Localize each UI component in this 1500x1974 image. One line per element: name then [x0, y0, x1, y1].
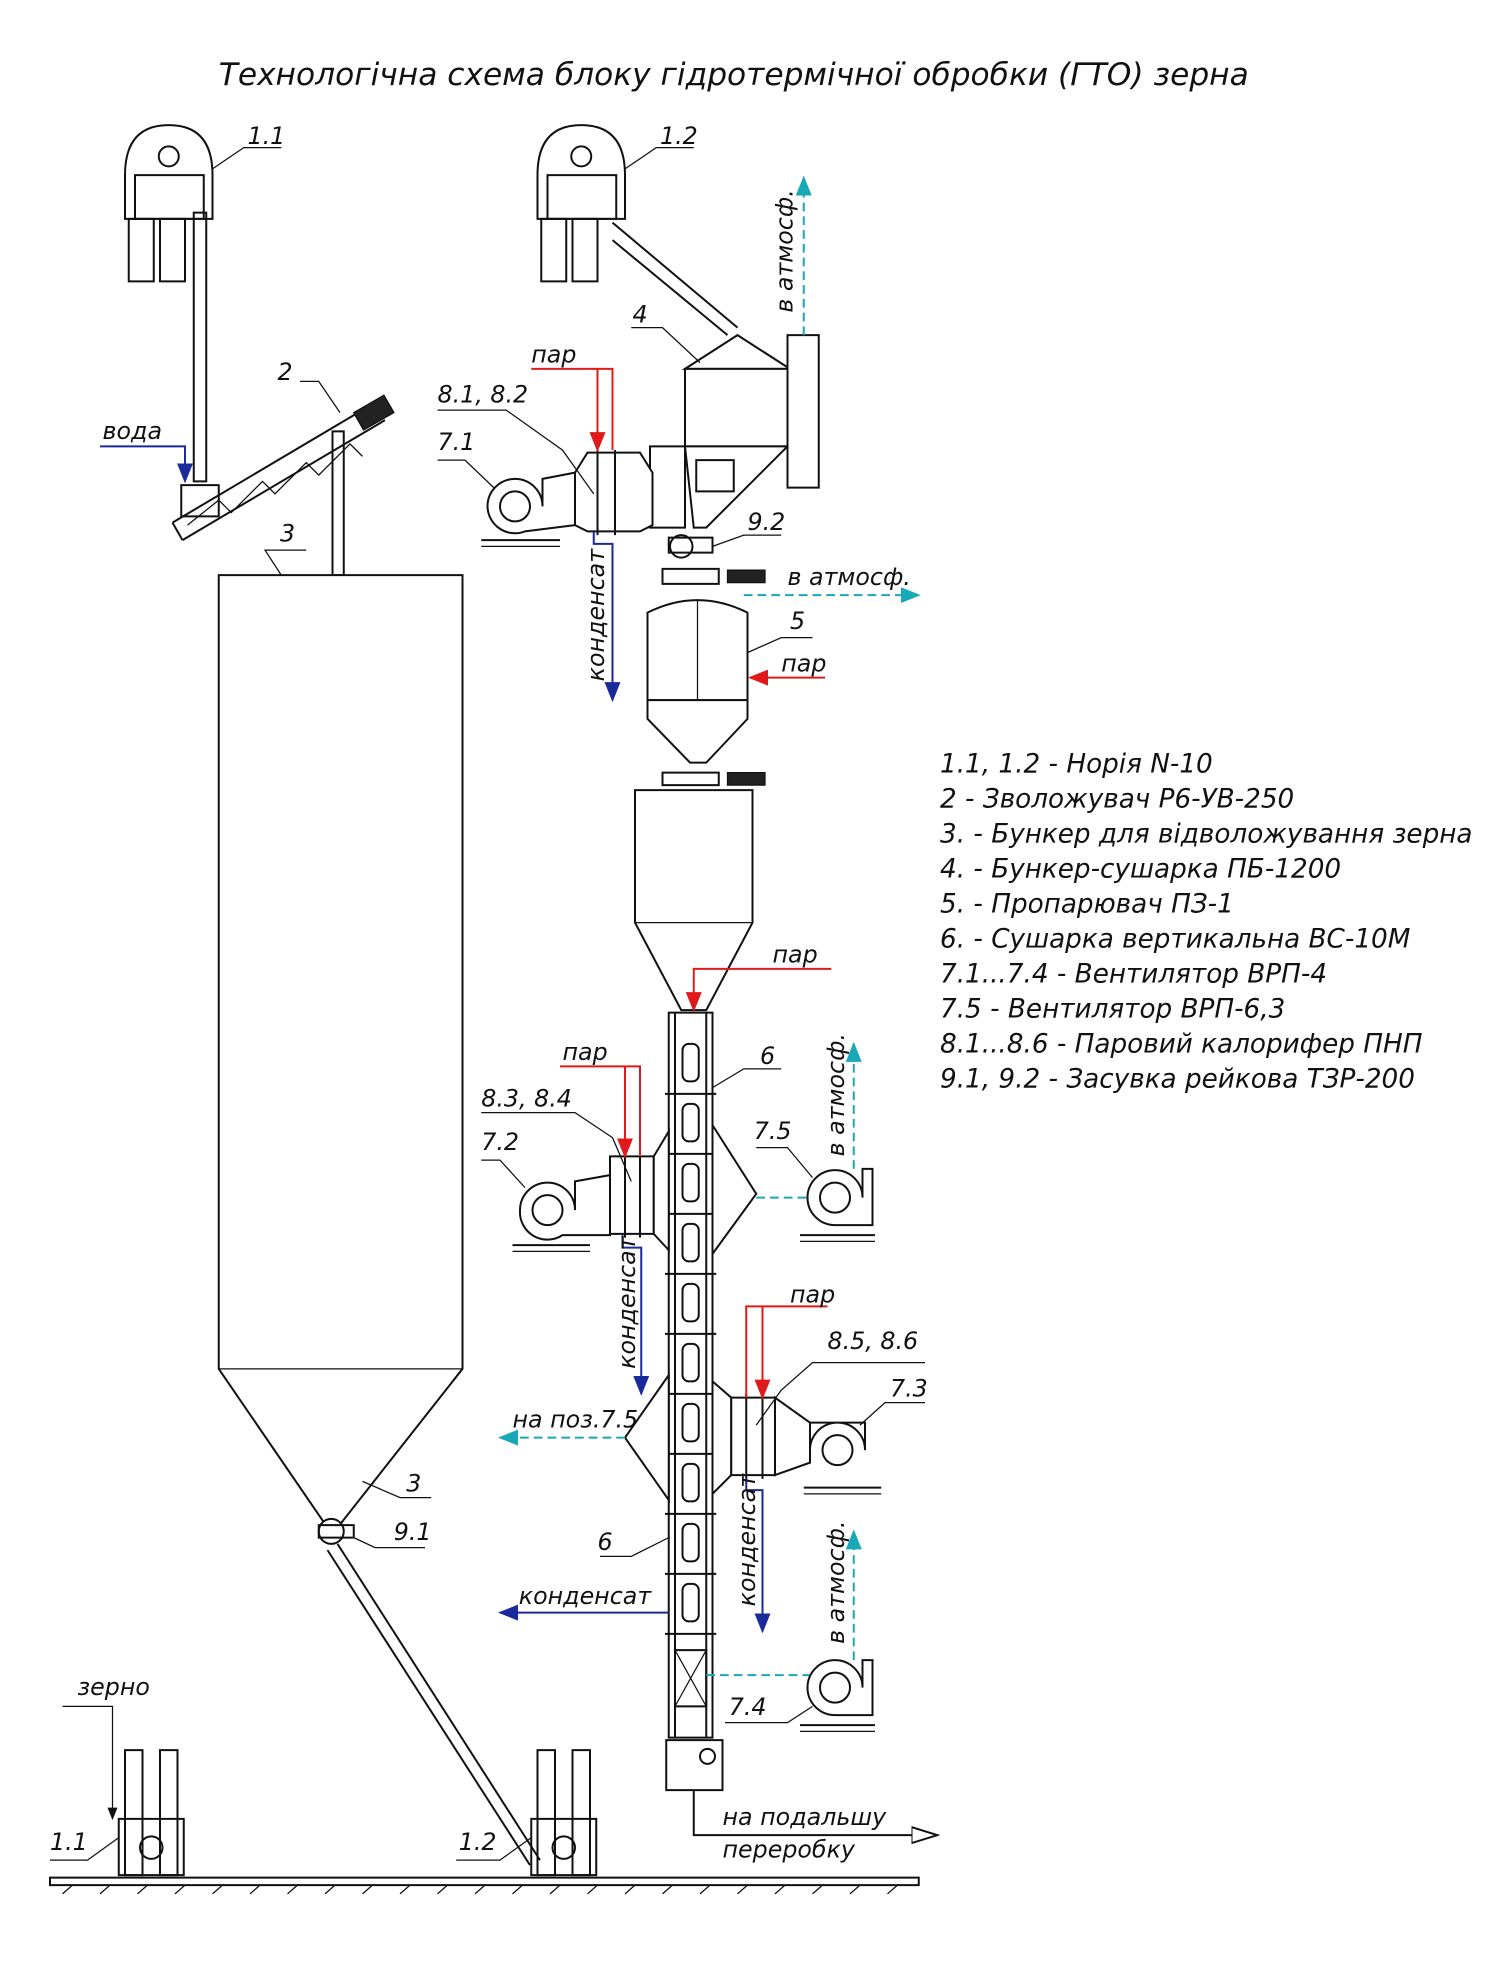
dryer-window [681, 1162, 700, 1203]
legend-item: 9.1, 9.2 - Засувка рейкова ТЗР-200 [940, 1065, 1415, 1095]
label-5: 5 [790, 607, 805, 635]
output-arrow [692, 1790, 938, 1835]
label-2: 2 [278, 358, 293, 386]
elevator-1-2-base [456, 1749, 598, 1877]
label-1-1-bottom: 1.1 [50, 1828, 88, 1856]
label-7-2: 7.2 [481, 1128, 519, 1156]
label-1-1-top: 1.1 [248, 122, 286, 150]
water-arrow [100, 445, 193, 484]
steam-label-3: пар [773, 941, 818, 969]
label-1-2-bottom: 1.2 [459, 1828, 497, 1856]
legend-item: 7.1...7.4 - Вентилятор ВРП-4 [940, 960, 1327, 990]
label-3-top: 3 [280, 519, 295, 547]
humidifier-2 [171, 380, 395, 577]
legend-item: 8.1...8.6 - Паровий калорифер ПНП [940, 1030, 1423, 1060]
elevator-1-1-base [50, 1749, 185, 1877]
fan-7-3 [803, 1421, 882, 1495]
label-8-3-8-4: 8.3, 8.4 [481, 1084, 572, 1112]
dryer-window [681, 1102, 700, 1143]
label-7-5: 7.5 [754, 1117, 792, 1145]
fan-7-5 [800, 1167, 875, 1242]
legend-item: 5. - Пропарювач ПЗ-1 [940, 890, 1234, 920]
output-label-1: на подальшу [723, 1803, 888, 1831]
dryer-window [681, 1042, 700, 1083]
label-7-1: 7.1 [438, 428, 476, 456]
atmos-label-3: в атмосф. [822, 1033, 850, 1156]
dryer-window [681, 1582, 700, 1623]
legend-item: 3. - Бункер для відволожування зерна [940, 820, 1473, 850]
steam-label-2: пар [781, 649, 826, 677]
steam-arrow-1 [531, 367, 612, 450]
condensate-label-4: конденсат [519, 1582, 653, 1610]
legend-item: 6. - Сушарка вертикальна ВС-10М [940, 925, 1410, 955]
condensate-label-2: конденсат [613, 1235, 641, 1369]
elevator-1-2-head [536, 124, 739, 336]
steam-arrow-4 [560, 1065, 640, 1156]
diagram-title: Технологічна схема блоку гідротермічної … [219, 57, 1249, 93]
dryer-window [681, 1462, 700, 1503]
label-8-1-8-2: 8.1, 8.2 [438, 381, 529, 409]
dryer-window [681, 1282, 700, 1323]
label-3-bottom: 3 [406, 1469, 421, 1497]
legend-item: 7.5 - Вентилятор ВРП-6,3 [940, 995, 1285, 1025]
label-1-2-top: 1.2 [660, 122, 698, 150]
legend-item: 4. - Бункер-сушарка ПБ-1200 [940, 855, 1341, 885]
legend: 1.1, 1.2 - Норія N-10 2 - Зволожувач Р6-У… [940, 750, 1473, 1095]
heater-8-5-8-6 [711, 1362, 925, 1497]
atmos-label-2: в атмосф. [788, 563, 911, 591]
steam-arrow-3 [685, 967, 832, 1013]
condensate-line-2 [621, 1235, 650, 1396]
label-7-3: 7.3 [890, 1374, 928, 1402]
steamer-5 [646, 567, 766, 787]
dryer-window [681, 1402, 700, 1443]
ground-line [49, 1876, 920, 1895]
condensate-line-3 [745, 1477, 771, 1634]
condensate-label-1: конденсат [582, 548, 610, 682]
grain-arrow [62, 1705, 118, 1821]
label-4: 4 [633, 301, 648, 329]
gate-valve-9-1 [317, 1517, 541, 1866]
steam-label-1: пар [531, 341, 576, 369]
condensate-line-1 [592, 531, 621, 703]
air-hood-right [711, 1121, 758, 1257]
elevator-1-1-head [124, 124, 282, 483]
fan-7-2 [512, 1173, 611, 1252]
fan-7-4 [800, 1659, 875, 1732]
label-9-2: 9.2 [748, 508, 786, 536]
label-9-1: 9.1 [394, 1518, 432, 1546]
label-7-4: 7.4 [729, 1693, 767, 1721]
output-label-2: переробку [723, 1836, 856, 1864]
dryer-window [681, 1522, 700, 1563]
steam-label-5: пар [790, 1281, 835, 1309]
gate-valve-9-2 [667, 534, 782, 559]
legend-item: 1.1, 1.2 - Норія N-10 [940, 750, 1213, 780]
atmos-label-1: в атмосф. [771, 189, 799, 312]
water-label: вода [103, 417, 163, 445]
to-pos-7-5-label: на поз.7.5 [513, 1406, 639, 1434]
dryer-window [681, 1342, 700, 1383]
air-hood-left [623, 1371, 670, 1504]
bunker-dryer-4 [649, 333, 820, 529]
label-6-bottom: 6 [598, 1528, 613, 1556]
steam-arrow-5 [746, 1305, 828, 1397]
legend-item: 2 - Зволожувач Р6-УВ-250 [940, 785, 1294, 815]
atmos-label-4: в атмосф. [822, 1521, 850, 1644]
condensate-label-3: конденсат [733, 1473, 761, 1607]
dryer-window [681, 1222, 700, 1263]
label-6-top: 6 [760, 1042, 775, 1070]
fan-7-1 [481, 471, 576, 547]
grain-label: зерно [78, 1673, 150, 1701]
vertical-dryer-6 [665, 1011, 724, 1792]
steam-label-4: пар [563, 1038, 608, 1066]
silo-3 [217, 574, 464, 1529]
label-8-5-8-6: 8.5, 8.6 [828, 1327, 919, 1355]
